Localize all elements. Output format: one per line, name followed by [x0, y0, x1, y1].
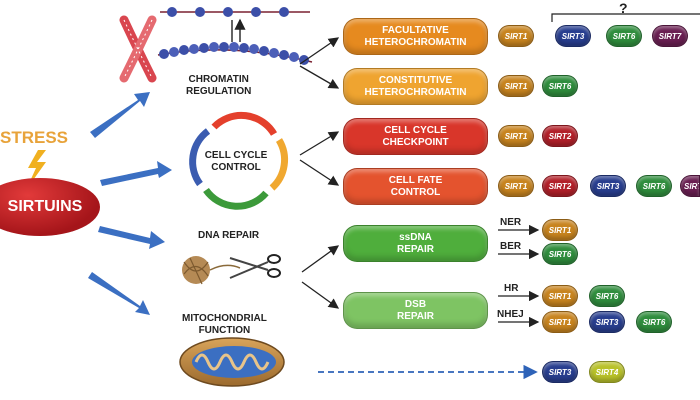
question-mark: ? — [619, 0, 628, 16]
mitochondrion-icon — [179, 337, 285, 387]
repair-label-hr: HR — [504, 283, 519, 294]
process-dna-repair: DNA REPAIR — [198, 230, 260, 241]
sirtuins-label: SIRTUINS — [7, 198, 83, 215]
sirt-pill: SIRT3 — [542, 361, 578, 383]
process-mitochondrial-function: MITOCHONDRIAL FUNCTION — [182, 313, 267, 336]
sirtuins-node: SIRTUINS — [0, 178, 100, 236]
arrow-to-ssdna — [301, 245, 340, 273]
outcome-constitutive-heterochromatin: CONSTITUTIVE HETEROCHROMATIN — [343, 68, 488, 105]
arrow-to-constitutive — [299, 65, 340, 89]
up-down-arrows-icon — [232, 20, 240, 42]
sirtuin-arrows — [88, 92, 172, 315]
arrow-to-cellfate — [299, 159, 340, 186]
cell-cycle-ring-icon — [189, 111, 289, 210]
sirt-pill: SIRT1 — [542, 311, 578, 333]
outcome-label: DSB REPAIR — [396, 298, 435, 322]
sirt-pill: SIRT1 — [498, 25, 534, 47]
sirt-pill: SIRT6 — [606, 25, 642, 47]
sirt-pill: SIRT1 — [498, 125, 534, 147]
sirt-pill: SIRT1 — [498, 75, 534, 97]
arrow-to-mito — [88, 272, 150, 315]
sirt-pill: SIRT6 — [589, 285, 625, 307]
repair-label-ner: NER — [500, 217, 522, 228]
sirt-pill: SIRT4 — [589, 361, 625, 383]
outcome-label: CELL CYCLE CHECKPOINT — [382, 124, 449, 148]
process-cell-cycle-control: CELL CYCLE CONTROL — [204, 150, 268, 173]
outcome-cell-cycle-checkpoint: CELL CYCLE CHECKPOINT — [343, 118, 488, 155]
yarn-icon — [182, 256, 241, 285]
arrow-to-dnarepair — [98, 226, 165, 249]
arrow-to-chromatin — [90, 92, 150, 138]
outcome-dsb-repair: DSB REPAIR — [343, 292, 488, 329]
chromosome-icon — [119, 15, 157, 83]
arrow-to-cellcycle — [100, 161, 172, 186]
stress-label: STRESS — [0, 128, 69, 147]
sirt-pill: SIRT3 — [555, 25, 591, 47]
sirt-pill: SIRT2 — [542, 125, 578, 147]
chromatin-strand-bottom — [157, 42, 313, 65]
process-chromatin-regulation: CHROMATIN REGULATION — [186, 74, 252, 97]
sirt-pill: SIRT7 — [652, 25, 688, 47]
arrow-to-dsb — [301, 281, 340, 309]
outcome-label: CONSTITUTIVE HETEROCHROMATIN — [364, 74, 467, 98]
sirt-pill: SIRT6 — [636, 311, 672, 333]
sirt-pill: SIRT3 — [589, 311, 625, 333]
question-bracket — [551, 13, 700, 22]
repair-label-ber: BER — [500, 241, 522, 252]
sirt-pill: SIRT6 — [542, 75, 578, 97]
sirt-pill: SIRT1 — [542, 219, 578, 241]
arrow-to-checkpoint — [299, 131, 340, 156]
chromatin-strand-top — [160, 7, 310, 17]
outcome-label: FACULTATIVE HETEROCHROMATIN — [364, 24, 467, 48]
sirt-pill: SIRT6 — [636, 175, 672, 197]
scissors-icon — [229, 254, 281, 279]
sirt-pill: SIRT1 — [542, 285, 578, 307]
arrow-to-facultative — [299, 37, 340, 65]
sirt-pill: SIRT2 — [542, 175, 578, 197]
sirt-pill: SIRT7 — [680, 175, 700, 197]
outcome-cell-fate-control: CELL FATE CONTROL — [343, 168, 488, 205]
outcome-ssdna-repair: ssDNA REPAIR — [343, 225, 488, 262]
outcome-label: CELL FATE CONTROL — [388, 174, 443, 198]
outcome-facultative-heterochromatin: FACULTATIVE HETEROCHROMATIN — [343, 18, 488, 55]
repair-label-nhej: NHEJ — [497, 309, 524, 320]
sirt-pill: SIRT6 — [542, 243, 578, 265]
sirt-pill: SIRT1 — [498, 175, 534, 197]
outcome-label: ssDNA REPAIR — [396, 231, 435, 255]
sirt-pill: SIRT3 — [590, 175, 626, 197]
connector-arrows — [299, 37, 540, 328]
